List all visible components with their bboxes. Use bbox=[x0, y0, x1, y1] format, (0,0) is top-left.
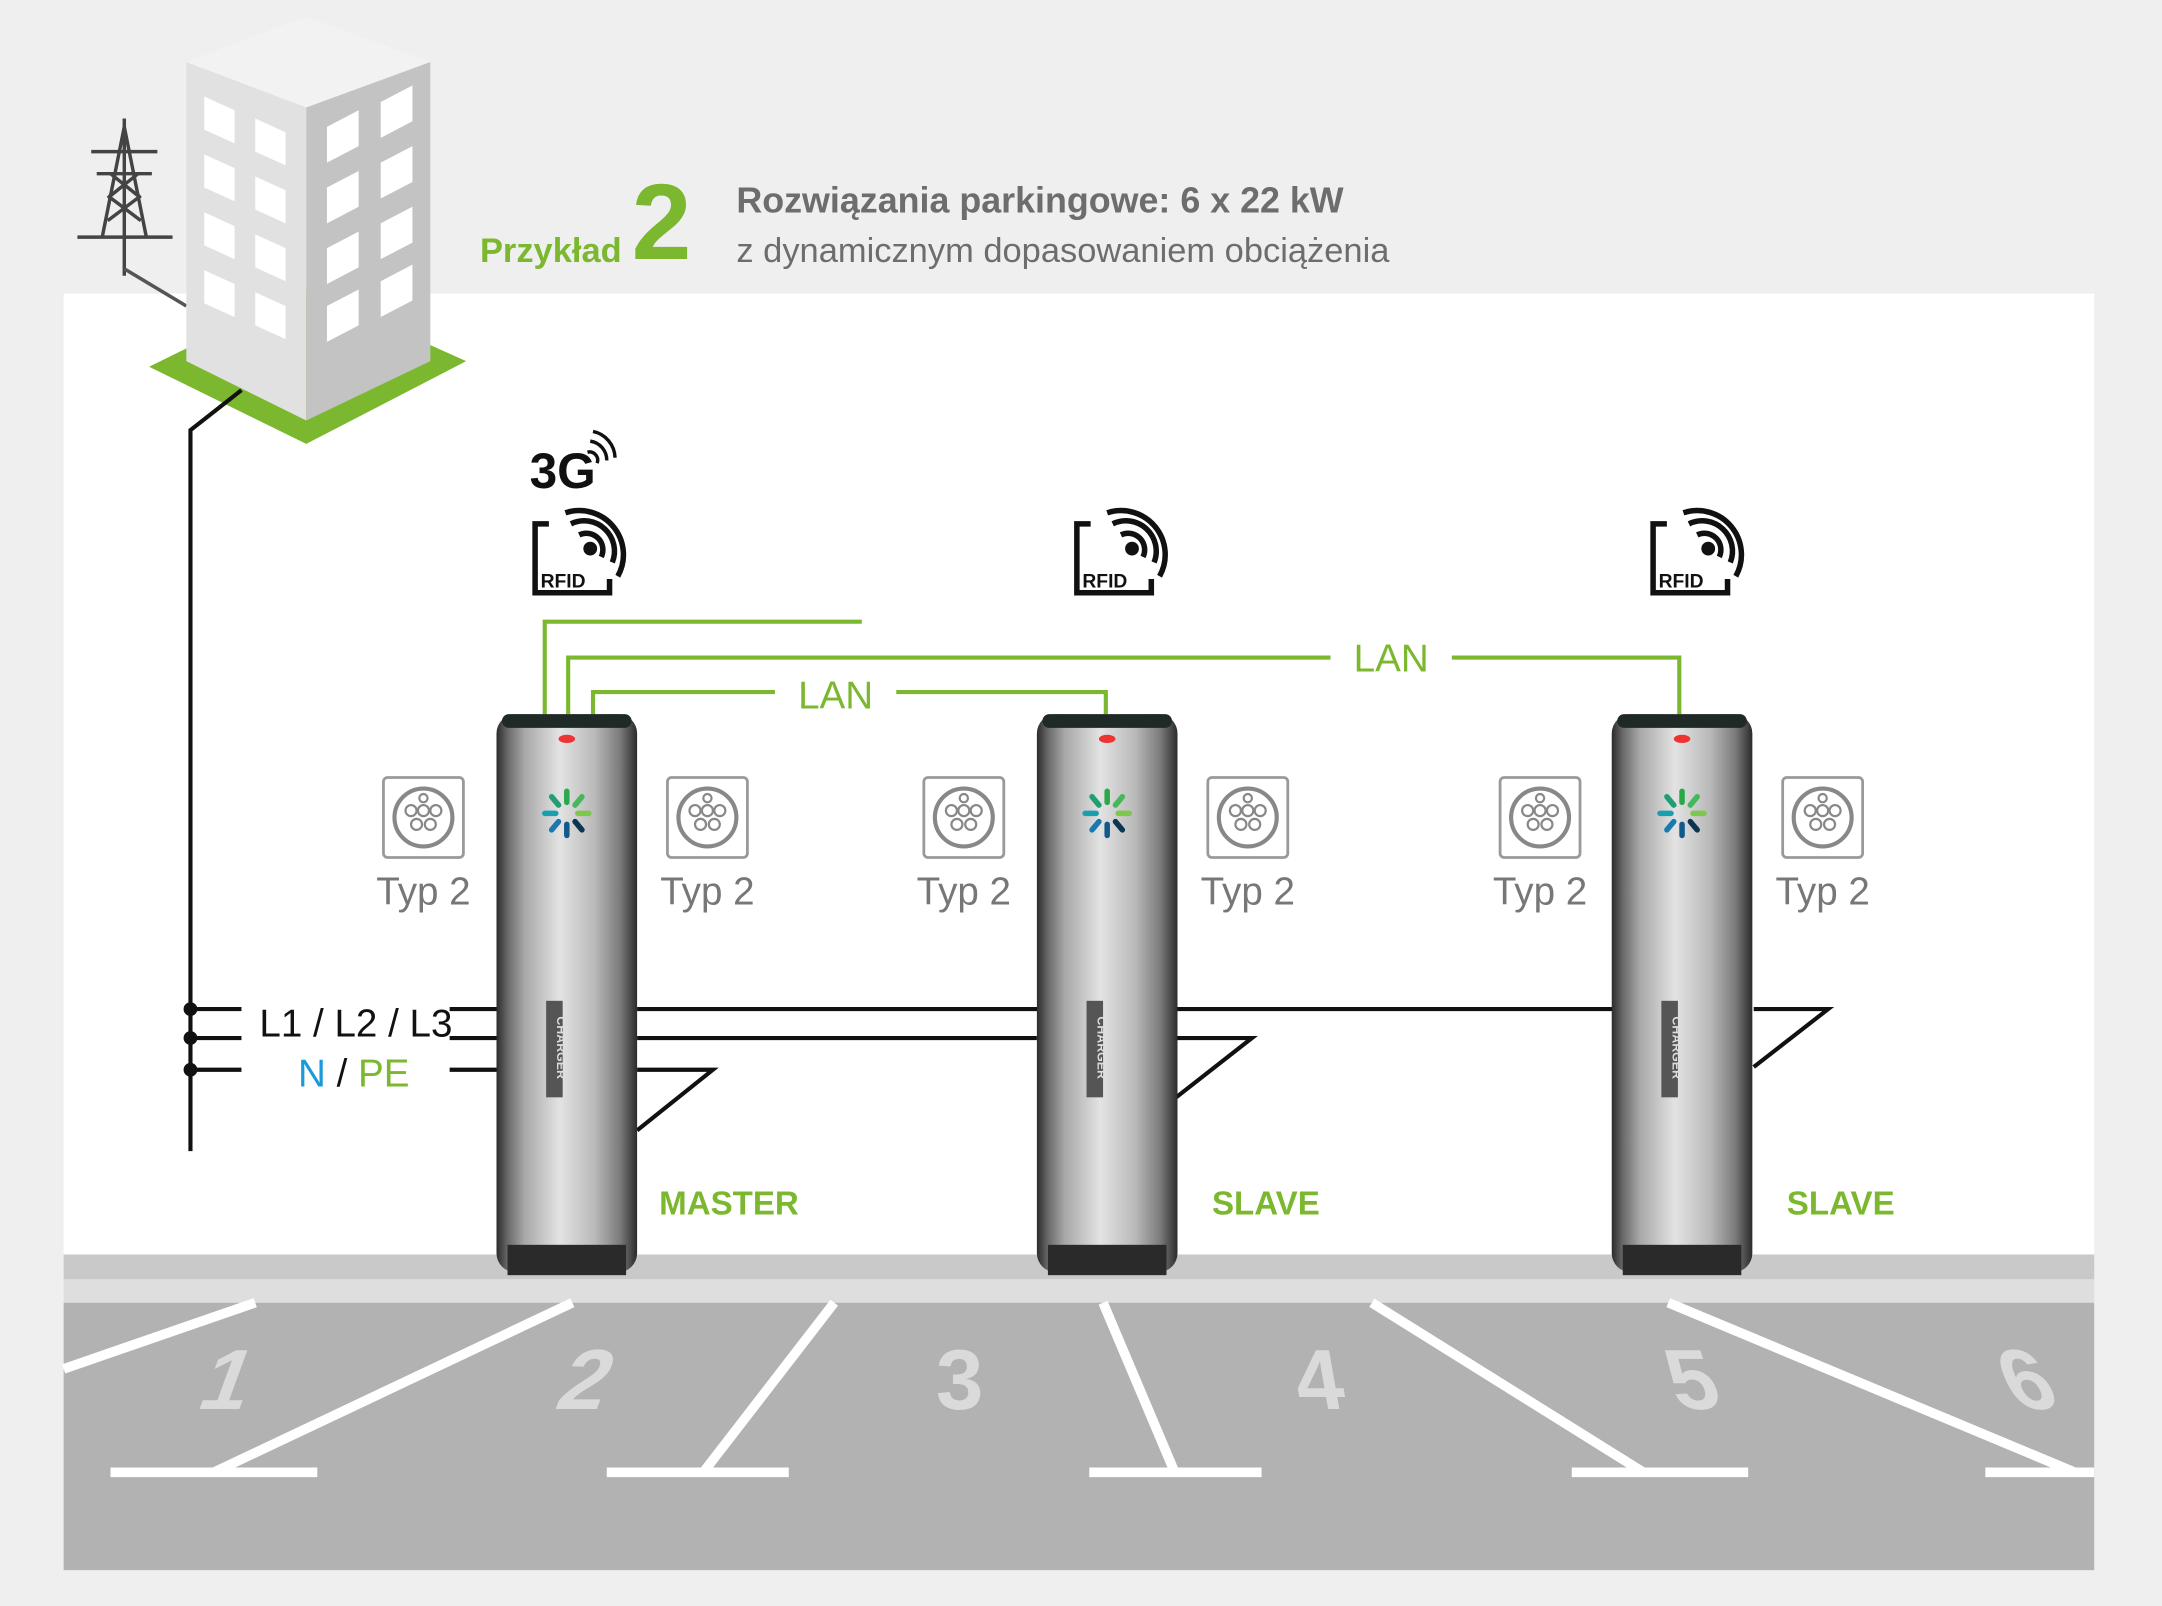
cellular-3g-label: 3G bbox=[530, 443, 596, 499]
spot-number: 3 bbox=[936, 1333, 984, 1428]
socket-label: Typ 2 bbox=[376, 870, 470, 913]
rfid-icon: RFID bbox=[1653, 511, 1741, 593]
charger-master: Typ 2 Typ 2 CHARGER MASTER bbox=[376, 714, 799, 1275]
rfid-icon: RFID bbox=[535, 511, 623, 593]
rfid-icon: RFID bbox=[1077, 511, 1165, 593]
socket-label: Typ 2 bbox=[1493, 870, 1587, 913]
example-number: 2 bbox=[632, 162, 692, 282]
role-label: SLAVE bbox=[1212, 1185, 1320, 1222]
building-icon bbox=[149, 16, 467, 444]
neutral-earth-label: N / PE bbox=[298, 1052, 409, 1095]
charger-brand: CHARGER bbox=[554, 1016, 568, 1079]
typ2-socket-icon bbox=[667, 777, 747, 857]
socket-label: Typ 2 bbox=[660, 870, 754, 913]
svg-text:RFID: RFID bbox=[1659, 571, 1704, 592]
junction-dots bbox=[183, 1002, 198, 1077]
sidewalk bbox=[63, 1279, 2095, 1303]
lan-label: LAN bbox=[798, 675, 873, 718]
example-label: Przykład bbox=[480, 232, 622, 270]
socket-label: Typ 2 bbox=[1775, 870, 1869, 913]
role-label: MASTER bbox=[659, 1185, 799, 1222]
parking-lot: 1 2 3 4 5 6 bbox=[62, 1298, 2095, 1571]
role-label: SLAVE bbox=[1787, 1185, 1895, 1222]
socket-label: Typ 2 bbox=[1201, 870, 1295, 913]
typ2-socket-icon bbox=[1783, 777, 1863, 857]
phases-label: L1 / L2 / L3 bbox=[259, 1003, 452, 1046]
page-title: Rozwiązania parkingowe: 6 x 22 kW bbox=[736, 180, 1343, 220]
charger-slave-2: Typ 2 Typ 2 CHARGER SLAVE bbox=[1493, 714, 1895, 1275]
power-pylon-icon bbox=[77, 118, 188, 308]
signal-icon bbox=[587, 429, 617, 464]
svg-text:RFID: RFID bbox=[1082, 571, 1127, 592]
typ2-socket-icon bbox=[1208, 777, 1288, 857]
charger-brand: CHARGER bbox=[1669, 1016, 1683, 1079]
charger-brand: CHARGER bbox=[1095, 1016, 1109, 1079]
charger-slave-1: Typ 2 Typ 2 CHARGER SLAVE bbox=[917, 714, 1320, 1275]
typ2-socket-icon bbox=[924, 777, 1004, 857]
typ2-socket-icon bbox=[1500, 777, 1580, 857]
socket-label: Typ 2 bbox=[917, 870, 1011, 913]
lan-label: LAN bbox=[1354, 637, 1429, 680]
typ2-socket-icon bbox=[383, 777, 463, 857]
svg-text:RFID: RFID bbox=[541, 571, 586, 592]
lan-wiring bbox=[542, 619, 1682, 715]
page-subtitle: z dynamicznym dopasowaniem obciążenia bbox=[736, 232, 1390, 270]
